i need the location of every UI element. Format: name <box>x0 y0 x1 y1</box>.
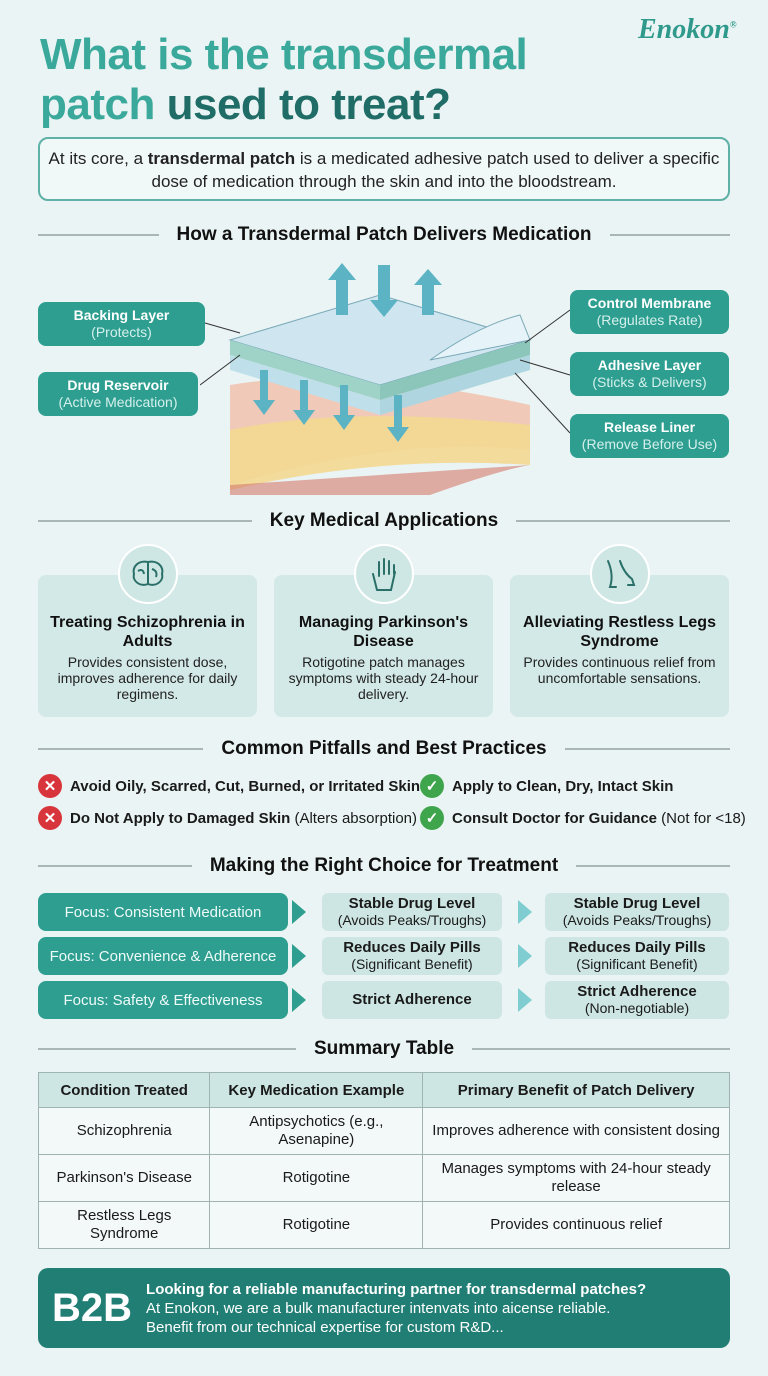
arrow-right-icon <box>518 900 532 924</box>
label-drug-reservoir: Drug Reservoir(Active Medication) <box>38 372 198 416</box>
section-heading-applications: Key Medical Applications <box>38 510 730 532</box>
focus-box: Focus: Safety & Effectiveness <box>38 981 288 1019</box>
tip-do: ✓Consult Doctor for Guidance (Not for <1… <box>420 806 746 830</box>
label-release-liner: Release Liner(Remove Before Use) <box>570 414 729 458</box>
b2b-badge: B2B <box>52 1285 133 1330</box>
arrow-right-icon <box>292 988 306 1012</box>
choice-result: Stable Drug Level(Avoids Peaks/Troughs) <box>322 893 502 931</box>
brain-icon <box>118 544 178 604</box>
label-adhesive-layer: Adhesive Layer(Sticks & Delivers) <box>570 352 729 396</box>
tip-avoid: ✕Avoid Oily, Scarred, Cut, Burned, or Ir… <box>38 774 420 798</box>
choice-outcome: Strict Adherence(Non-negotiable) <box>545 981 729 1019</box>
section-heading-pitfalls: Common Pitfalls and Best Practices <box>38 738 730 760</box>
arrow-right-icon <box>518 944 532 968</box>
check-circle-icon: ✓ <box>420 806 444 830</box>
section-heading-choice: Making the Right Choice for Treatment <box>38 855 730 877</box>
trembling-hand-icon <box>354 544 414 604</box>
tip-do: ✓Apply to Clean, Dry, Intact Skin <box>420 774 673 798</box>
check-circle-icon: ✓ <box>420 774 444 798</box>
legs-icon <box>590 544 650 604</box>
arrow-right-icon <box>292 900 306 924</box>
tip-avoid: ✕Do Not Apply to Damaged Skin (Alters ab… <box>38 806 417 830</box>
section-heading-summary: Summary Table <box>38 1038 730 1060</box>
x-circle-icon: ✕ <box>38 806 62 830</box>
focus-box: Focus: Convenience & Adherence <box>38 937 288 975</box>
choice-result: Reduces Daily Pills(Significant Benefit) <box>322 937 502 975</box>
x-circle-icon: ✕ <box>38 774 62 798</box>
arrow-right-icon <box>292 944 306 968</box>
arrow-right-icon <box>518 988 532 1012</box>
b2b-banner: B2B Looking for a reliable manufacturing… <box>38 1268 730 1348</box>
logo: Enokon® <box>638 14 737 45</box>
focus-box: Focus: Consistent Medication <box>38 893 288 931</box>
intro-box: At its core, a transdermal patch is a me… <box>38 137 730 201</box>
choice-outcome: Stable Drug Level(Avoids Peaks/Troughs) <box>545 893 729 931</box>
label-control-membrane: Control Membrane(Regulates Rate) <box>570 290 729 334</box>
up-down-arrows <box>253 263 442 442</box>
choice-result: Strict Adherence <box>322 981 502 1019</box>
section-heading-delivery: How a Transdermal Patch Delivers Medicat… <box>38 224 730 246</box>
choice-outcome: Reduces Daily Pills(Significant Benefit) <box>545 937 729 975</box>
patch-diagram <box>200 263 571 495</box>
label-backing-layer: Backing Layer(Protects) <box>38 302 205 346</box>
